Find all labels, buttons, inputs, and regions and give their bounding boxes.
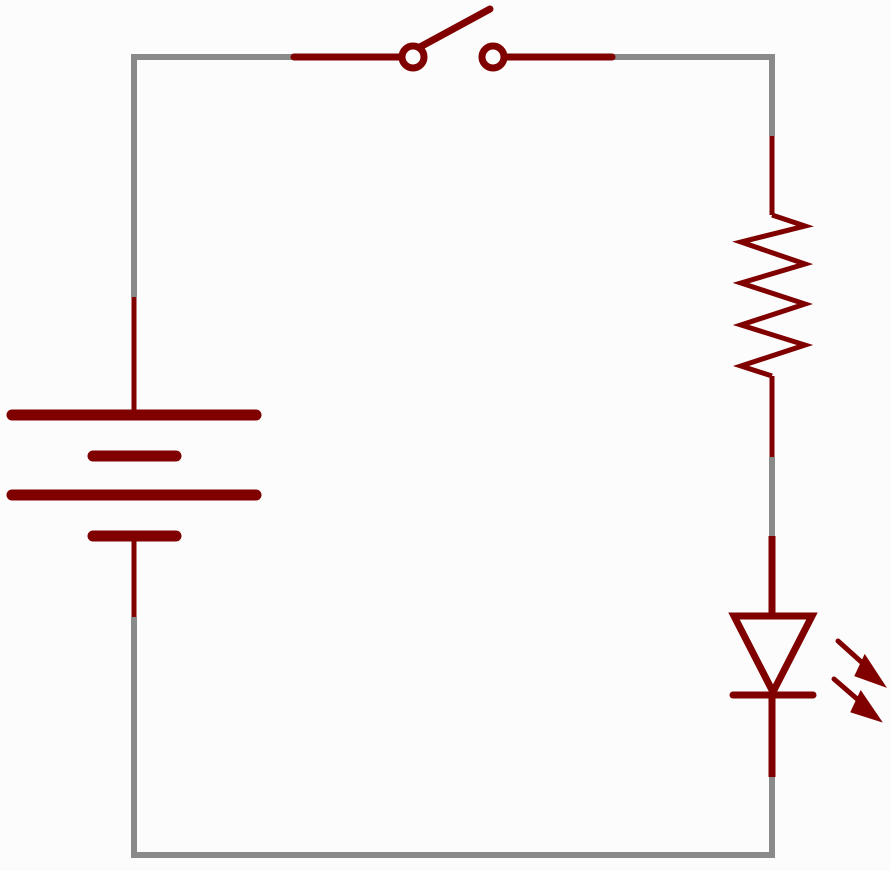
led-triangle	[728, 612, 818, 700]
switch-contact-left	[398, 42, 428, 72]
wire-left-top	[131, 54, 292, 297]
components	[6, 5, 887, 777]
led-arrow-1-head	[854, 653, 887, 688]
switch-lever	[416, 5, 494, 51]
switch-contact-right	[478, 42, 508, 72]
resistor-icon	[732, 136, 814, 457]
led-icon	[728, 536, 887, 777]
switch-open-icon	[290, 5, 616, 72]
wires	[131, 54, 775, 858]
wire-top-right	[614, 54, 775, 136]
led-arrow-2-head	[850, 689, 883, 723]
resistor-zigzag	[732, 212, 814, 379]
wire-bottom	[131, 617, 775, 858]
battery-icon	[6, 297, 262, 617]
led-light-arrows-icon	[831, 638, 887, 723]
